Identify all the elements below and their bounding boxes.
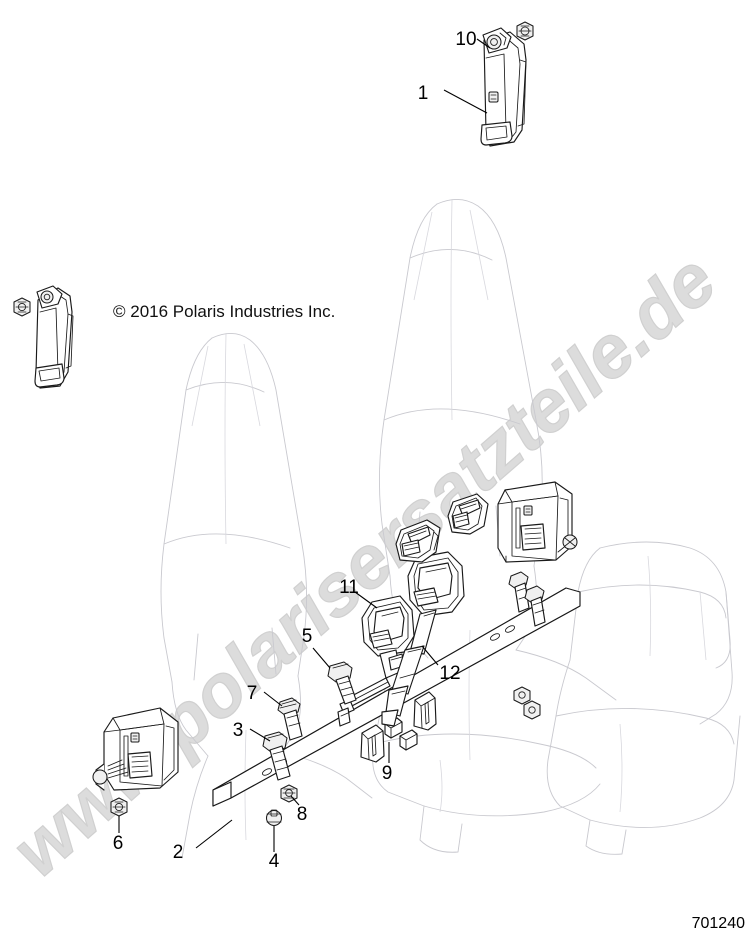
- copyright-notice: © 2016 Polaris Industries Inc.: [113, 302, 335, 321]
- belt-retractor-left: [92, 707, 179, 791]
- part-shoulder-trim-left: [34, 285, 74, 389]
- part-shoulder-trim-right: [480, 27, 527, 147]
- belt-anchor-bracket-left: [360, 724, 385, 763]
- seat-outlines-group: [160, 199, 741, 859]
- callout-2: 2: [173, 842, 184, 863]
- callout-11: 11: [339, 577, 359, 598]
- belt-tongue-plate-right: [447, 493, 489, 535]
- callout-9: 9: [382, 763, 393, 784]
- callout-7: 7: [247, 683, 258, 704]
- callout-numbers: 1 2 3 4 5 6 7 8 9 10 11 12: [113, 29, 477, 872]
- spacer-sleeve-7: [277, 697, 303, 741]
- bolt-pair-bar-right: [508, 571, 546, 627]
- callout-5: 5: [302, 626, 313, 647]
- belt-retractor-right: [497, 481, 573, 563]
- belt-anchor-bracket-center: [413, 691, 437, 731]
- seat-outline-rear-right: [546, 541, 741, 855]
- nut-flange-lower: [265, 809, 283, 827]
- callout-1: 1: [418, 83, 429, 104]
- callout-8: 8: [297, 804, 308, 825]
- seat-belt-buckle-right: [381, 551, 465, 727]
- leader-lines: [118, 38, 491, 852]
- belt-tongue-plate-left: [395, 519, 441, 563]
- callout-6: 6: [113, 833, 124, 854]
- nut-pair-right: [513, 686, 541, 720]
- callout-4: 4: [269, 851, 280, 872]
- clip-retainer-group: [384, 717, 418, 751]
- callout-12: 12: [439, 663, 460, 684]
- callout-10: 10: [455, 29, 476, 50]
- bolt-hex-flange-5: [327, 661, 357, 705]
- nut-shoulder-anchor-left: [13, 297, 31, 317]
- nut-shoulder-anchor: [516, 21, 534, 41]
- diagram-part-number: 701240: [692, 915, 745, 932]
- bolt-flange-3: [262, 731, 291, 781]
- callout-3: 3: [233, 720, 244, 741]
- seat-outline-front-left: [160, 333, 373, 859]
- seat-belt-buckle-left: [337, 595, 415, 727]
- nut-retractor-left: [110, 797, 128, 817]
- nut-retractor-right: [562, 534, 578, 550]
